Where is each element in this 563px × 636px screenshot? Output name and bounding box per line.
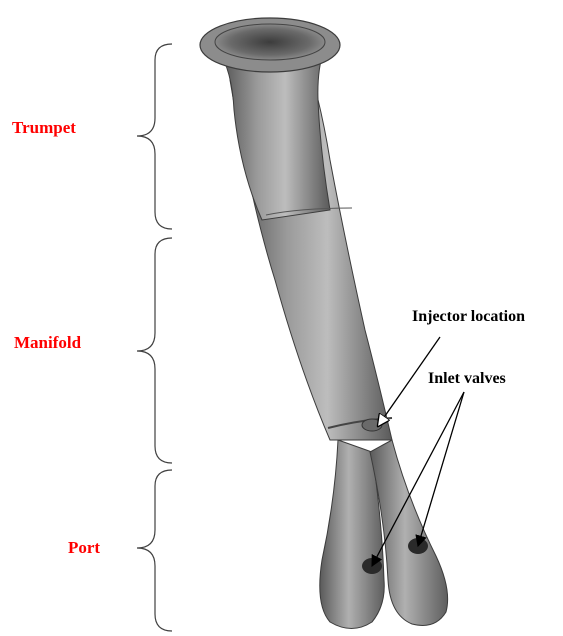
brace-port (137, 470, 172, 631)
brace-manifold (137, 238, 172, 463)
inlet-valve-arrow-right (418, 392, 464, 546)
label-trumpet: Trumpet (12, 118, 76, 138)
label-injector-location: Injector location (412, 308, 525, 326)
label-inlet-valves: Inlet valves (428, 370, 506, 388)
label-manifold: Manifold (14, 333, 81, 353)
trumpet-bell-opening (215, 24, 325, 60)
brace-trumpet (137, 44, 172, 229)
intake-runner-model (200, 18, 448, 629)
trumpet-flare (218, 50, 330, 220)
label-port: Port (68, 538, 100, 558)
